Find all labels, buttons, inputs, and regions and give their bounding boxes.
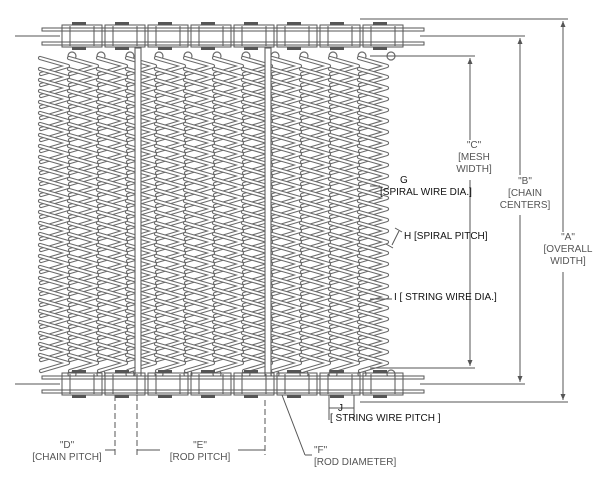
spiral-wire: [298, 352, 332, 374]
label-i: I [ STRING WIRE DIA.]: [394, 292, 497, 303]
chain-roller: [373, 395, 387, 398]
spiral-wire: [153, 352, 187, 374]
leader-h: [391, 230, 400, 246]
label-e: "E"[ROD PITCH]: [169, 440, 231, 463]
spiral-wire: [37, 352, 71, 374]
spiral-wire: [211, 352, 245, 374]
label-h: H [SPIRAL PITCH]: [404, 231, 488, 242]
chain-roller: [287, 395, 301, 398]
chain-roller: [287, 370, 301, 373]
spiral-wire: [182, 352, 216, 374]
spiral-wire-core: [300, 354, 330, 372]
chain-plate: [41, 27, 425, 32]
chain-roller: [158, 395, 172, 398]
chain-roller: [72, 47, 86, 50]
chain-roller: [72, 395, 86, 398]
chain-roller: [201, 47, 215, 50]
chain-roller: [158, 22, 172, 25]
edge-chains: [15, 22, 425, 398]
spiral-wire-core: [68, 354, 98, 372]
label-g: G[SPIRAL WIRE DIA.]: [380, 175, 472, 198]
chain-roller: [373, 47, 387, 50]
chain-roller: [201, 370, 215, 373]
spiral-wire-core: [271, 354, 301, 372]
spiral-wire-core: [155, 354, 185, 372]
spiral-wire-core: [184, 354, 214, 372]
arrowhead: [467, 58, 473, 64]
chain-roller: [244, 22, 258, 25]
chain-roller: [201, 22, 215, 25]
chain-roller: [330, 395, 344, 398]
chain-roller: [287, 47, 301, 50]
chain-roller: [201, 395, 215, 398]
arrowhead: [560, 394, 566, 400]
cross-rod: [264, 47, 272, 379]
arrowhead: [517, 376, 523, 382]
chain-plate: [41, 375, 425, 380]
spiral-wire-core: [213, 354, 243, 372]
chain-roller: [330, 47, 344, 50]
spiral-wire: [95, 352, 129, 374]
spiral-wire: [327, 352, 361, 374]
spiral-wire: [66, 352, 100, 374]
chain-roller: [158, 370, 172, 373]
chain-roller: [72, 370, 86, 373]
chain-roller: [244, 370, 258, 373]
leader-h: [385, 243, 394, 249]
chain-roller: [72, 22, 86, 25]
spiral-wire-core: [97, 354, 127, 372]
chain-roller: [330, 370, 344, 373]
spiral-wire-core: [39, 354, 69, 372]
arrowhead: [560, 21, 566, 27]
chain-roller: [158, 47, 172, 50]
label-f: "F"[ROD DIAMETER]: [314, 445, 397, 468]
chain-roller: [287, 22, 301, 25]
leader-h: [394, 227, 403, 233]
chain-roller: [244, 47, 258, 50]
leader-f: [281, 394, 306, 456]
label-j: J[ STRING WIRE PITCH ]: [330, 403, 441, 425]
chain-roller: [373, 370, 387, 373]
chain-plate: [41, 41, 425, 46]
label-d: "D"[CHAIN PITCH]: [32, 440, 102, 463]
spiral-mesh: [37, 51, 396, 379]
chain-plate: [41, 389, 425, 394]
chain-roller: [373, 22, 387, 25]
chain-roller: [330, 22, 344, 25]
arrowhead: [517, 38, 523, 44]
chain-roller: [115, 395, 129, 398]
dimension-lines: [105, 18, 568, 456]
spiral-wire-core: [329, 354, 359, 372]
arrowhead: [467, 360, 473, 366]
chain-roller: [115, 370, 129, 373]
spiral-wire-core: [358, 354, 388, 372]
chain-roller: [115, 22, 129, 25]
cross-rod: [134, 47, 142, 379]
spiral-wire: [356, 352, 390, 374]
spiral-wire: [269, 352, 303, 374]
chain-roller: [244, 395, 258, 398]
chain-roller: [115, 47, 129, 50]
